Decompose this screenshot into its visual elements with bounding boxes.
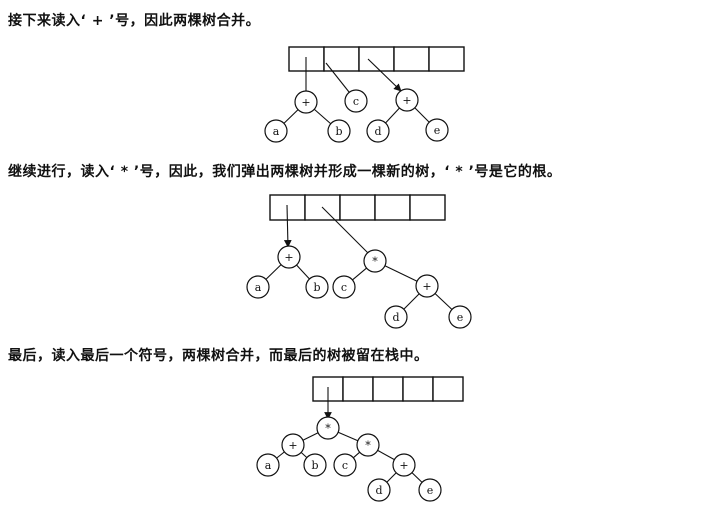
stack-cell xyxy=(402,376,434,402)
tree-node: b xyxy=(305,275,329,299)
stack-cell xyxy=(374,194,411,221)
stack-pointer-arrow xyxy=(367,58,402,92)
tree-node: d xyxy=(384,305,408,329)
stack-pointer-arrow xyxy=(321,206,369,254)
tree-node-label: b xyxy=(335,125,342,138)
tree-node-label: + xyxy=(288,439,297,452)
tree-node-label: e xyxy=(457,311,464,324)
tree-edge xyxy=(302,432,319,441)
tree-node: a xyxy=(246,275,270,299)
stack-3: * + a b * c + d e xyxy=(256,376,464,502)
tree-node: c xyxy=(333,453,357,477)
tree-edge xyxy=(434,293,453,310)
tree-node-label: c xyxy=(341,281,347,294)
tree-node: e xyxy=(425,118,449,142)
caption-step-plus: 接下来读入‘ + ’号，因此两棵树合并。 xyxy=(8,13,261,29)
stack-cell xyxy=(372,376,404,402)
stack-cell xyxy=(339,194,376,221)
tree-node: c xyxy=(332,275,356,299)
tree-node-label: + xyxy=(301,96,310,109)
tree-node: a xyxy=(256,453,280,477)
tree-node-label: * xyxy=(372,255,378,268)
tree-node: c xyxy=(344,89,368,113)
stack-cell xyxy=(342,376,374,402)
tree-node: + xyxy=(395,88,419,112)
tree-node-label: d xyxy=(374,125,381,138)
tree-node: a xyxy=(264,119,288,143)
tree-node-label: e xyxy=(427,484,434,497)
tree-node: d xyxy=(367,478,391,502)
stack-pointer-arrow xyxy=(325,62,350,93)
tree-edge xyxy=(337,431,359,442)
tree-edge xyxy=(411,472,423,483)
tree-node-label: + xyxy=(422,280,431,293)
tree-node-label: c xyxy=(342,459,348,472)
tree-edge xyxy=(386,472,397,483)
tree-edge xyxy=(414,107,430,123)
tree-node-label: e xyxy=(434,124,441,137)
tree-node: b xyxy=(327,119,351,143)
tree-edge xyxy=(352,451,361,459)
tree-node: * xyxy=(356,433,380,457)
stack-cell xyxy=(393,46,430,72)
stack-cell xyxy=(409,194,446,221)
tree-edge xyxy=(296,264,310,280)
tree-node-label: * xyxy=(365,439,371,452)
stack-2: + a b * c + d e xyxy=(246,194,472,329)
stack-cell xyxy=(428,46,465,72)
stack-1: + a b c + d e xyxy=(264,46,465,143)
tree-edge xyxy=(300,451,308,459)
tree-node: + xyxy=(392,453,416,477)
tree-node-label: * xyxy=(325,422,331,435)
tree-edge xyxy=(283,109,299,124)
tree-node-label: a xyxy=(273,125,280,138)
tree-node-label: + xyxy=(399,459,408,472)
tree-node: * xyxy=(363,249,387,273)
tree-edge xyxy=(313,108,332,125)
tree-node-label: d xyxy=(375,484,382,497)
tree-node-label: c xyxy=(353,95,359,108)
caption-step-final: 最后，读入最后一个符号，两棵树合并，而最后的树被留在栈中。 xyxy=(8,348,429,364)
tree-node: + xyxy=(277,245,301,269)
tree-edge xyxy=(265,264,282,280)
tree-node: d xyxy=(366,119,390,143)
tree-edge xyxy=(276,451,285,459)
tree-node-label: a xyxy=(265,459,272,472)
stack-pointer-arrow xyxy=(283,204,292,248)
tree-node-label: + xyxy=(284,251,293,264)
caption-step-star: 继续进行，读入‘ * ’号，因此，我们弹出两棵树并形成一棵新的树，‘ * ’号是… xyxy=(8,164,562,180)
tree-edge xyxy=(403,293,420,310)
tree-node: + xyxy=(281,433,305,457)
tree-node: * xyxy=(316,416,340,440)
tree-edge xyxy=(352,267,367,281)
tree-node: + xyxy=(415,274,439,298)
tree-edge xyxy=(377,449,395,461)
tree-node-label: b xyxy=(311,459,318,472)
tree-node: e xyxy=(448,305,472,329)
tree-edge xyxy=(384,265,418,282)
tree-node: e xyxy=(418,478,442,502)
tree-node-label: a xyxy=(255,281,262,294)
stack-cell xyxy=(432,376,464,402)
tree-node-label: + xyxy=(402,94,411,107)
tree-edge xyxy=(385,107,400,124)
tree-node-label: b xyxy=(313,281,320,294)
tree-node: b xyxy=(303,453,327,477)
tree-node-label: d xyxy=(392,311,399,324)
tree-node: + xyxy=(294,90,318,114)
